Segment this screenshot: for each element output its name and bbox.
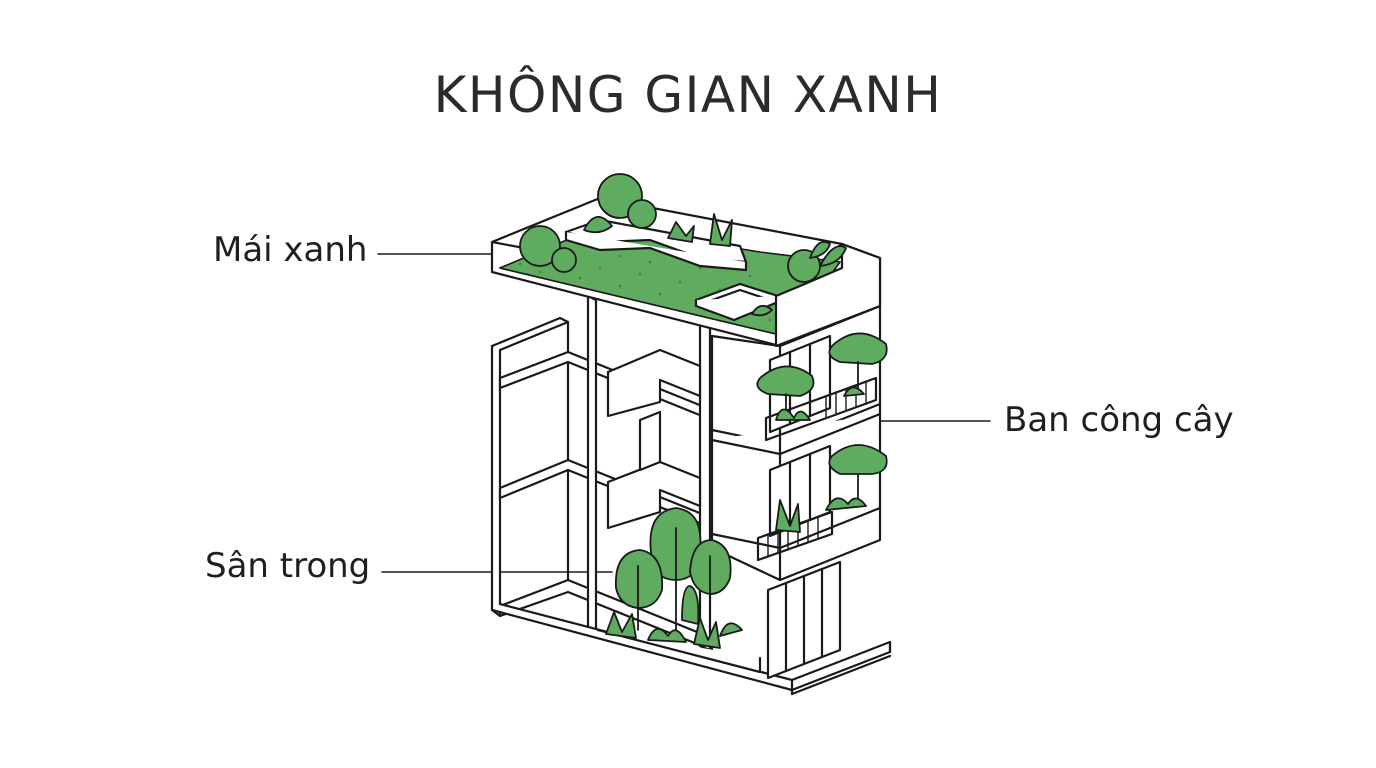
building-structure: [490, 294, 892, 696]
diagram-title: KHÔNG GIAN XANH: [433, 66, 943, 124]
label-inner-courtyard: Sân trong: [205, 546, 371, 586]
balcony-trees: [756, 332, 888, 533]
green-roof: [490, 196, 882, 348]
roof-plants: [519, 173, 847, 317]
courtyard-trees: [605, 507, 743, 649]
label-green-roof: Mái xanh: [213, 230, 368, 270]
label-plant-balcony: Ban công cây: [1004, 400, 1234, 440]
